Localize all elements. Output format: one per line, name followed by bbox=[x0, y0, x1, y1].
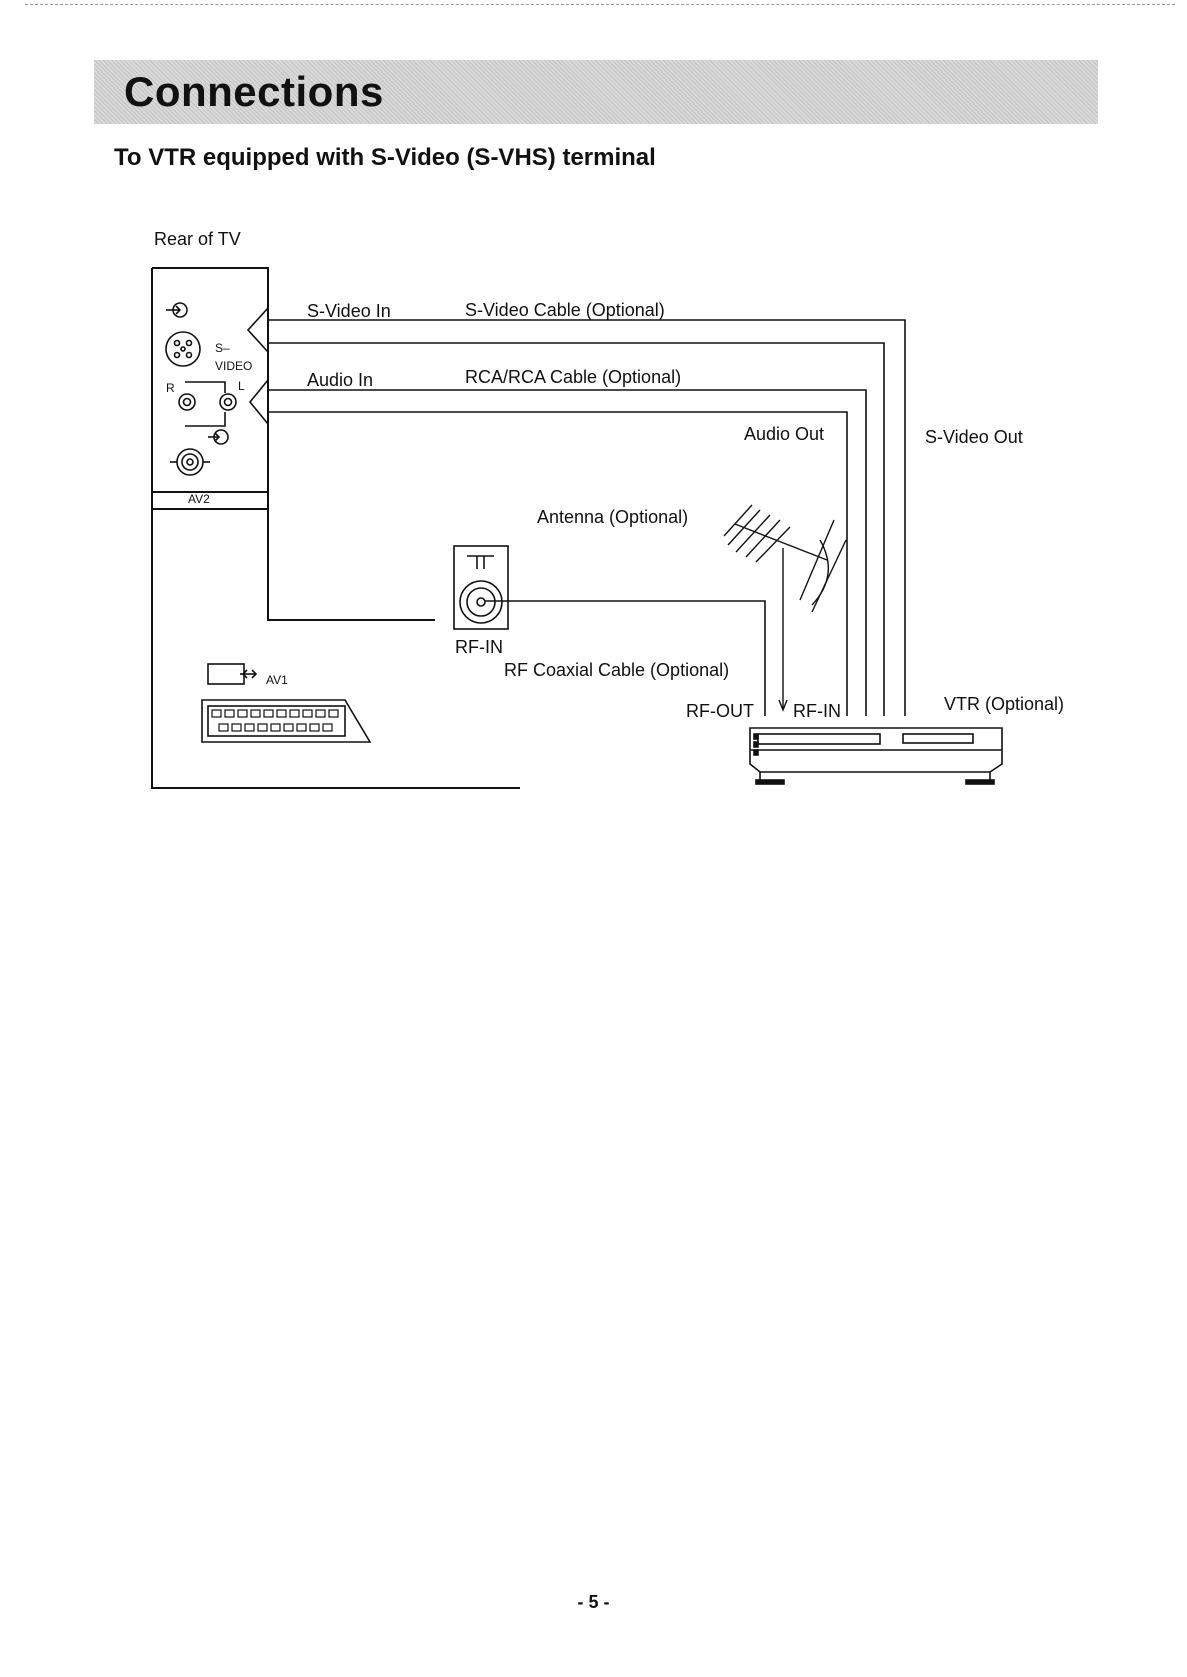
output-arrow-icon bbox=[208, 430, 228, 444]
rca-jacks-icon bbox=[179, 382, 236, 426]
r-channel-label: R bbox=[166, 381, 175, 395]
vtr-label: VTR (Optional) bbox=[944, 694, 1064, 714]
av1-label: AV1 bbox=[266, 673, 288, 687]
rf-in-tv-label: RF-IN bbox=[455, 637, 503, 657]
connection-diagram: S– VIDEO R L AV2 AV1 bbox=[0, 0, 1187, 800]
page-number: - 5 - bbox=[0, 1592, 1187, 1613]
rear-of-tv-label: Rear of TV bbox=[154, 229, 241, 249]
rca-cable-label: RCA/RCA Cable (Optional) bbox=[465, 367, 681, 387]
rf-out-label: RF-OUT bbox=[686, 701, 754, 721]
svideo-s-label: S– bbox=[215, 341, 230, 355]
antenna-label: Antenna (Optional) bbox=[537, 507, 688, 527]
svideo-in-label: S-Video In bbox=[307, 301, 391, 321]
svideo-out-label: S-Video Out bbox=[925, 427, 1023, 447]
rf-in-vtr-label: RF-IN bbox=[793, 701, 841, 721]
svideo-cable-label: S-Video Cable (Optional) bbox=[465, 300, 665, 320]
av2-label: AV2 bbox=[188, 492, 210, 506]
video-jack-icon bbox=[170, 449, 210, 475]
svideo-jack-icon bbox=[166, 332, 200, 366]
rf-coaxial-line bbox=[485, 601, 765, 716]
rf-coax-label: RF Coaxial Cable (Optional) bbox=[504, 660, 729, 680]
av2-terminal-group bbox=[166, 303, 236, 475]
audio-out-label: Audio Out bbox=[744, 424, 824, 444]
vtr-device-icon bbox=[750, 728, 1002, 784]
svideo-video-label: VIDEO bbox=[215, 359, 252, 373]
audio-in-label: Audio In bbox=[307, 370, 373, 390]
rf-in-jack-icon bbox=[454, 546, 508, 629]
l-channel-label: L bbox=[238, 379, 245, 393]
antenna-icon bbox=[724, 505, 846, 710]
input-arrow-icon bbox=[166, 303, 187, 317]
